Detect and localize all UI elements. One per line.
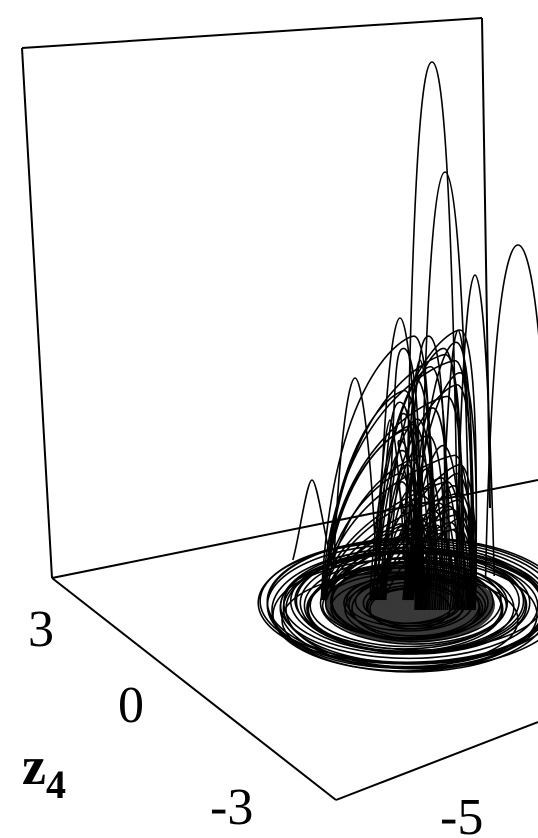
trajectory-spike xyxy=(455,274,495,577)
trajectory-spike xyxy=(405,61,459,561)
box-back-right-edge xyxy=(481,17,491,509)
z-axis-label-main: z xyxy=(22,736,46,796)
trajectory-strand xyxy=(382,463,477,611)
z-tick-label: -3 xyxy=(210,779,253,836)
trajectory-spike xyxy=(292,479,332,561)
trajectory-spike xyxy=(419,171,471,569)
trajectory-spike xyxy=(484,244,538,577)
trajectory-strand xyxy=(377,508,470,611)
x-tick-label: -5 xyxy=(440,789,483,838)
trajectory-strand xyxy=(403,472,475,611)
z-axis-label: z4 xyxy=(22,736,66,807)
box-back-left-edge xyxy=(21,47,53,579)
plot-box xyxy=(21,17,538,801)
trajectory-loop xyxy=(271,547,538,673)
trajectory-strand xyxy=(404,335,446,611)
trajectory-strand xyxy=(321,359,473,611)
trajectory-strand xyxy=(384,347,421,611)
trajectory-strand xyxy=(324,492,477,611)
trajectory-spike xyxy=(332,377,378,569)
trajectory-strand xyxy=(406,371,478,611)
box-floor-left-edge xyxy=(51,577,337,801)
trajectory-strand xyxy=(320,335,432,611)
z-axis-label-subscript: 4 xyxy=(46,762,66,807)
trajectory-strand xyxy=(320,481,465,611)
box-back-top-edge xyxy=(21,17,483,49)
trajectory-strand xyxy=(402,454,437,611)
trajectory-strand xyxy=(321,495,442,611)
box-floor-front-edge xyxy=(335,721,538,801)
trajectory-strand xyxy=(322,395,465,611)
trajectory-strand xyxy=(411,485,471,611)
z-tick-label: 0 xyxy=(118,677,144,734)
z-tick-label: 3 xyxy=(28,601,54,658)
trajectory-strand xyxy=(378,383,475,611)
trajectory-strand xyxy=(321,454,472,611)
trajectory-strand xyxy=(320,527,477,611)
trajectory-series xyxy=(257,61,538,673)
trajectory-strand xyxy=(381,347,461,611)
trajectory-core xyxy=(325,567,495,643)
